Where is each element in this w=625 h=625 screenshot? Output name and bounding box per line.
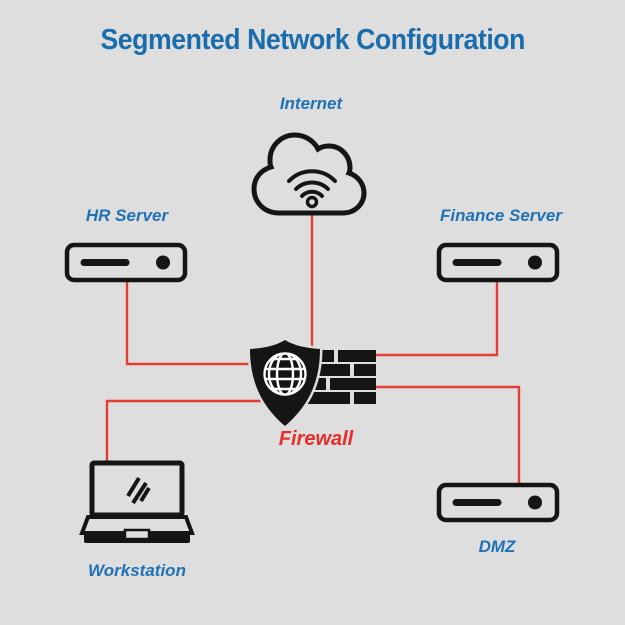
firewall-icon <box>248 338 376 430</box>
brick-wall-icon <box>298 350 376 404</box>
hr-server-icon <box>64 242 188 283</box>
workstation-label: Workstation <box>88 561 186 580</box>
touchpad-notch <box>123 528 151 541</box>
finance-server-label: Finance Server <box>440 206 562 225</box>
wifi-signal-icon <box>287 169 337 198</box>
dmz-server-icon <box>436 482 560 523</box>
firewall-label: Firewall <box>278 428 354 450</box>
internet-label: Internet <box>279 94 343 113</box>
screen-slash-icon <box>126 476 151 505</box>
shield-globe-icon <box>248 338 323 430</box>
connection-finance-server-firewall <box>372 276 499 357</box>
workstation-laptop-icon <box>79 460 195 543</box>
connection-firewall-workstation <box>105 399 266 466</box>
cloud-wifi-icon <box>251 132 367 216</box>
page-title: Segmented Network Configuration <box>100 24 525 56</box>
connection-firewall-dmz <box>372 385 521 488</box>
dmz-label: DMZ <box>478 537 516 556</box>
connection-hr-server-firewall <box>125 276 266 366</box>
hr-server-label: HR Server <box>85 206 169 225</box>
wifi-dot-icon <box>305 195 319 209</box>
finance-server-icon <box>436 242 560 283</box>
